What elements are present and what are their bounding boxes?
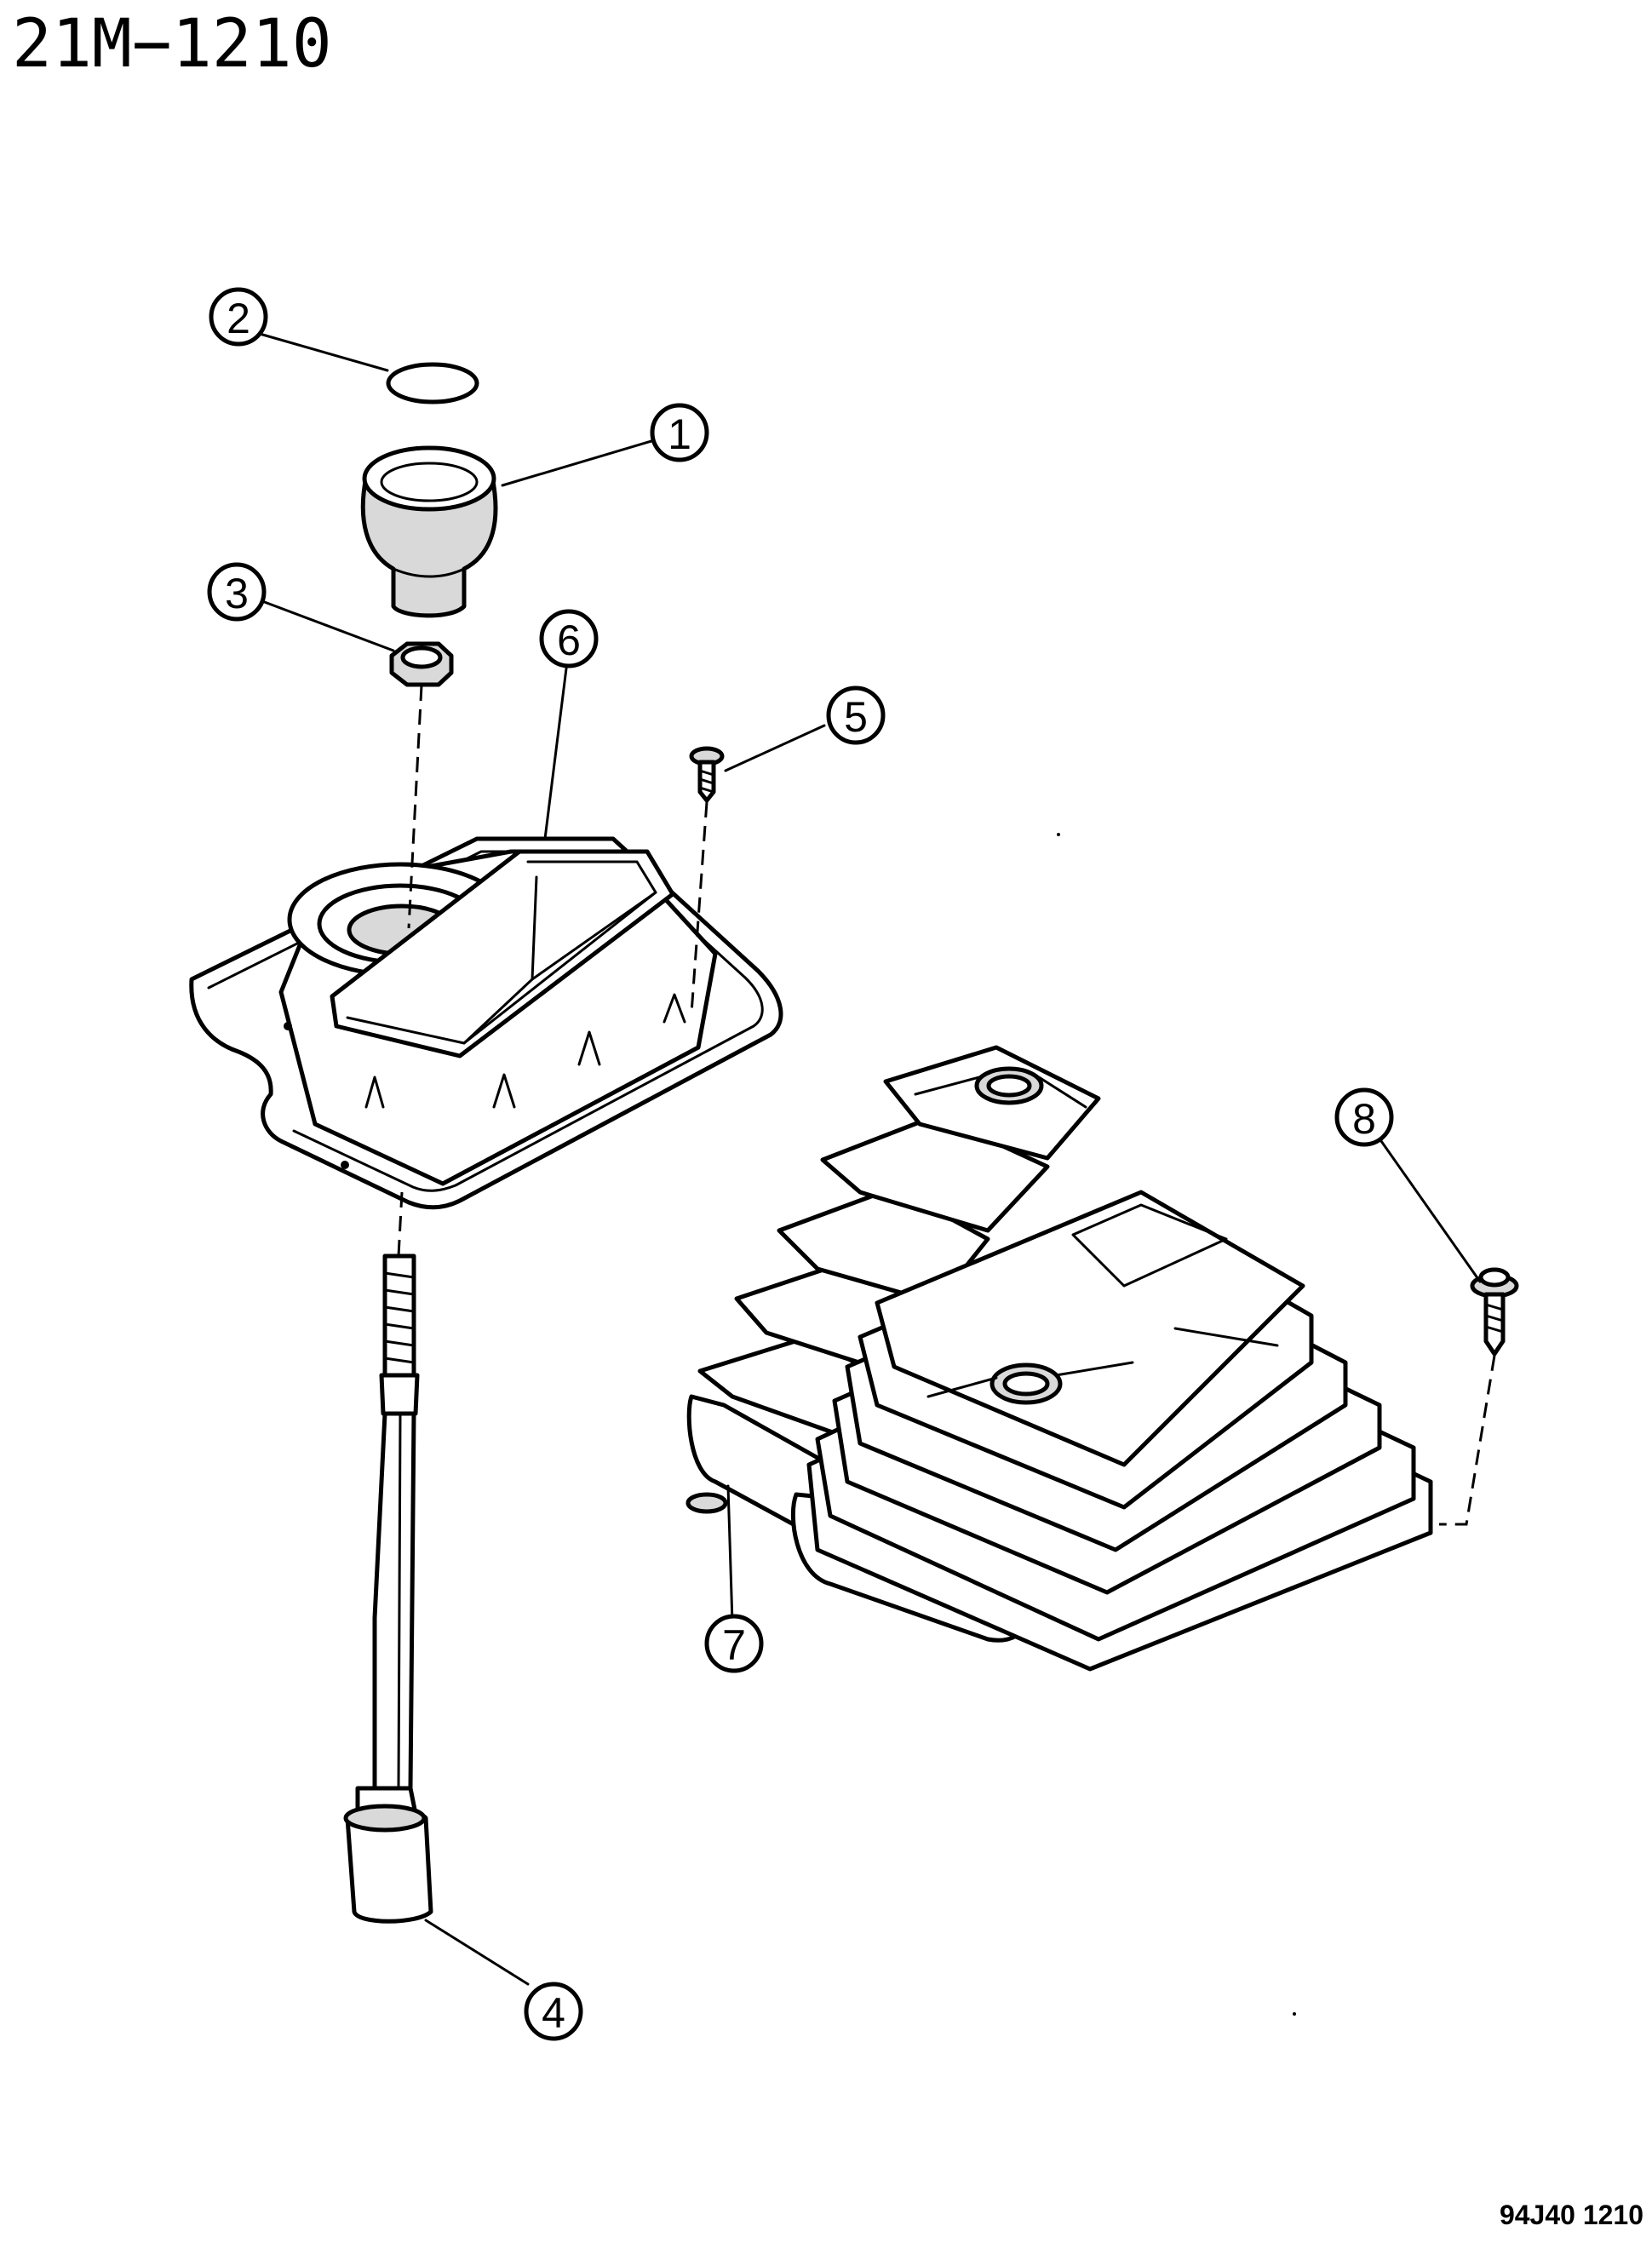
callout-6-label: 6 [557, 617, 581, 664]
leader-lines [258, 332, 1496, 1986]
callout-3: 3 [207, 562, 267, 622]
part-7-shift-boot [685, 1045, 1433, 1672]
scan-dot [1293, 2012, 1296, 2016]
callout-4: 4 [524, 1982, 583, 2041]
figure-number: 21M−1210 [12, 6, 332, 83]
callout-1-label: 1 [668, 410, 691, 458]
callout-8: 8 [1334, 1087, 1394, 1147]
callout-6: 6 [539, 609, 599, 668]
part-2-cap-disc [386, 362, 479, 404]
scan-dot [1057, 833, 1060, 836]
callout-4-label: 4 [542, 1989, 565, 2037]
callout-5: 5 [826, 686, 886, 745]
callout-8-label: 8 [1352, 1095, 1376, 1143]
part-1-shift-knob [360, 445, 498, 618]
part-8-bolt [1470, 1267, 1519, 1357]
drawing-code: 94J40 1210 [1500, 2200, 1643, 2230]
part-3-nut [389, 641, 454, 687]
callout-1: 1 [650, 403, 709, 462]
callout-7: 7 [704, 1614, 764, 1673]
part-6-shifter-bezel [189, 836, 783, 1210]
part-4-shift-lever [343, 1253, 433, 1924]
callout-3-label: 3 [225, 570, 249, 617]
callout-2-label: 2 [227, 295, 250, 342]
part-5-screw [689, 746, 725, 803]
callout-7-label: 7 [722, 1621, 746, 1669]
callout-5-label: 5 [844, 693, 868, 741]
callout-2: 2 [209, 287, 268, 347]
